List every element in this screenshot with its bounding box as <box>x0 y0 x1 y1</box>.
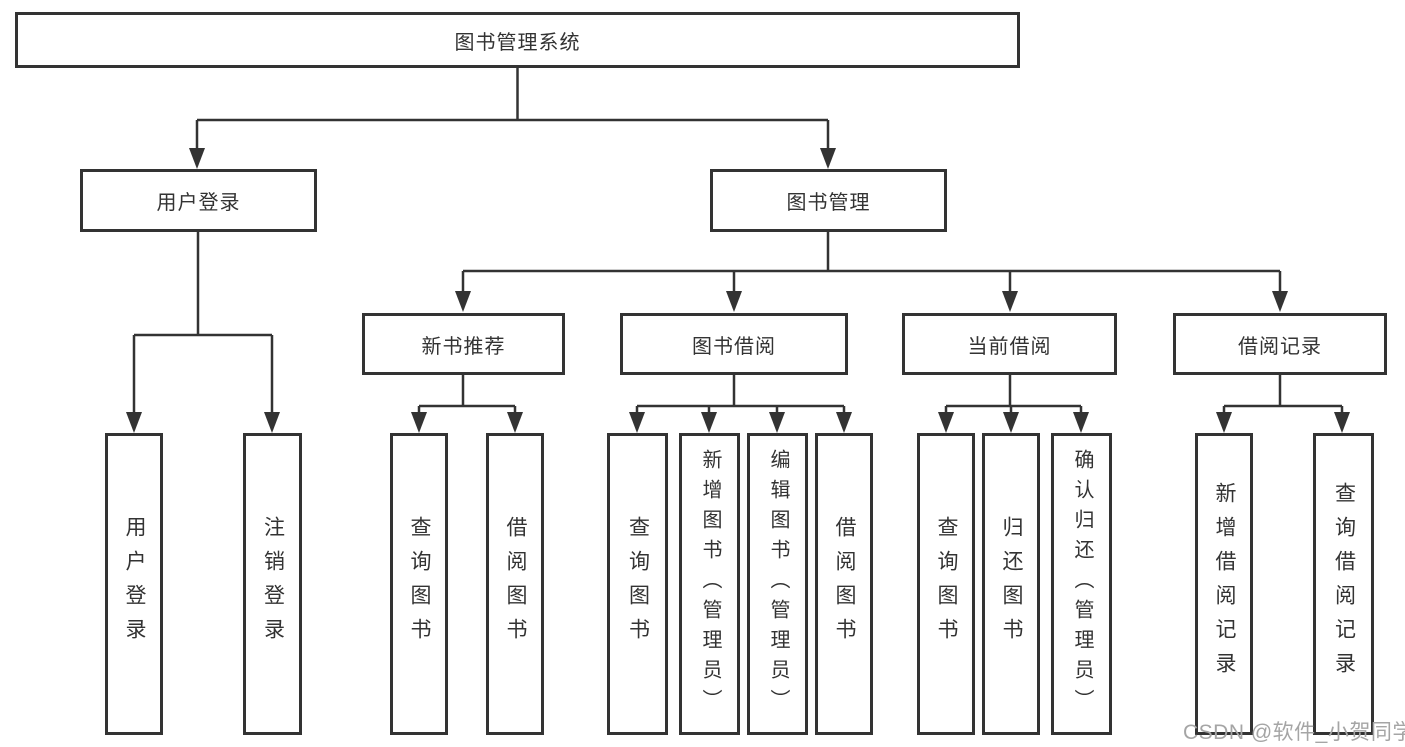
connector-line <box>461 232 1282 292</box>
arrowhead <box>189 148 205 169</box>
leaf-confirm-return-admin-label: 确认归还（管理员） <box>1071 449 1093 719</box>
leaf-query-borrow-record-label: 查询借阅记录 <box>1332 482 1356 686</box>
leaf-edit-book-admin-label: 编辑图书（管理员） <box>767 449 789 719</box>
leaf-logout-label: 注销登录 <box>261 516 285 652</box>
node-book-borrowing: 图书借阅 <box>620 313 848 375</box>
arrowhead <box>126 412 142 433</box>
arrowhead <box>726 291 742 312</box>
arrowhead <box>1272 291 1288 312</box>
leaf-query-books-recommend: 查询图书 <box>390 433 448 735</box>
arrowhead <box>836 412 852 433</box>
connector-book-management-to-level3 <box>455 232 1288 312</box>
connector-new-book-to-leaves <box>411 375 523 433</box>
leaf-logout: 注销登录 <box>243 433 302 735</box>
leaf-return-books: 归还图书 <box>982 433 1040 735</box>
leaf-confirm-return-admin: 确认归还（管理员） <box>1051 433 1112 735</box>
connector-user-login-to-leaves <box>126 232 280 433</box>
node-book-management: 图书管理 <box>710 169 947 232</box>
leaf-return-books-label: 归还图书 <box>1000 516 1024 652</box>
leaf-add-borrow-record: 新增借阅记录 <box>1195 433 1253 735</box>
connector-line <box>417 375 517 413</box>
connector-root-to-level2 <box>189 68 836 169</box>
node-book-management-label: 图书管理 <box>786 192 871 214</box>
leaf-query-books-borrowing: 查询图书 <box>607 433 668 735</box>
leaf-add-book-admin-label: 新增图书（管理员） <box>699 449 721 719</box>
arrowhead <box>1073 412 1089 433</box>
connector-line <box>944 375 1083 413</box>
node-new-book-recommendation: 新书推荐 <box>362 313 565 375</box>
arrowhead <box>1216 412 1232 433</box>
arrowhead <box>455 291 471 312</box>
leaf-user-login: 用户登录 <box>105 433 163 735</box>
arrowhead <box>629 412 645 433</box>
arrowhead <box>769 412 785 433</box>
leaf-query-borrow-record: 查询借阅记录 <box>1313 433 1374 735</box>
connector-borrowing-records-to-leaves <box>1216 375 1350 433</box>
connector-line <box>635 375 846 413</box>
node-user-login-label: 用户登录 <box>156 192 241 214</box>
leaf-borrow-books-recommend-label: 借阅图书 <box>504 516 528 652</box>
arrowhead <box>264 412 280 433</box>
leaf-add-borrow-record-label: 新增借阅记录 <box>1213 482 1237 686</box>
node-user-login: 用户登录 <box>80 169 317 232</box>
arrowhead <box>507 412 523 433</box>
node-book-borrowing-label: 图书借阅 <box>692 335 776 358</box>
leaf-borrow-books-recommend: 借阅图书 <box>486 433 544 735</box>
leaf-edit-book-admin: 编辑图书（管理员） <box>747 433 808 735</box>
connector-line <box>132 232 274 413</box>
node-library-system: 图书管理系统 <box>15 12 1020 68</box>
leaf-borrow-books-borrowing: 借阅图书 <box>815 433 873 735</box>
node-borrowing-records: 借阅记录 <box>1173 313 1387 375</box>
leaf-add-book-admin: 新增图书（管理员） <box>679 433 740 735</box>
csdn-watermark: CSDN @软件_小贺同学 <box>1183 721 1405 744</box>
arrowhead <box>1003 412 1019 433</box>
leaf-query-books-current: 查询图书 <box>917 433 975 735</box>
connector-current-borrowing-to-leaves <box>938 375 1089 433</box>
arrowhead <box>701 412 717 433</box>
leaf-query-books-current-label: 查询图书 <box>935 516 959 652</box>
arrowhead <box>820 148 836 169</box>
connector-book-borrowing-to-leaves <box>629 375 852 433</box>
arrowhead <box>1002 291 1018 312</box>
node-current-borrowing: 当前借阅 <box>902 313 1117 375</box>
node-borrowing-records-label: 借阅记录 <box>1238 335 1322 358</box>
arrowhead <box>1334 412 1350 433</box>
arrowhead <box>411 412 427 433</box>
leaf-user-login-label: 用户登录 <box>123 516 147 652</box>
connector-line <box>195 68 830 150</box>
node-library-system-label: 图书管理系统 <box>454 31 581 54</box>
arrowhead <box>938 412 954 433</box>
leaf-query-books-recommend-label: 查询图书 <box>408 516 432 652</box>
node-new-book-recommendation-label: 新书推荐 <box>421 335 506 358</box>
connector-line <box>1222 375 1344 413</box>
leaf-borrow-books-borrowing-label: 借阅图书 <box>833 516 857 652</box>
leaf-query-books-borrowing-label: 查询图书 <box>626 516 650 652</box>
node-current-borrowing-label: 当前借阅 <box>967 335 1052 358</box>
